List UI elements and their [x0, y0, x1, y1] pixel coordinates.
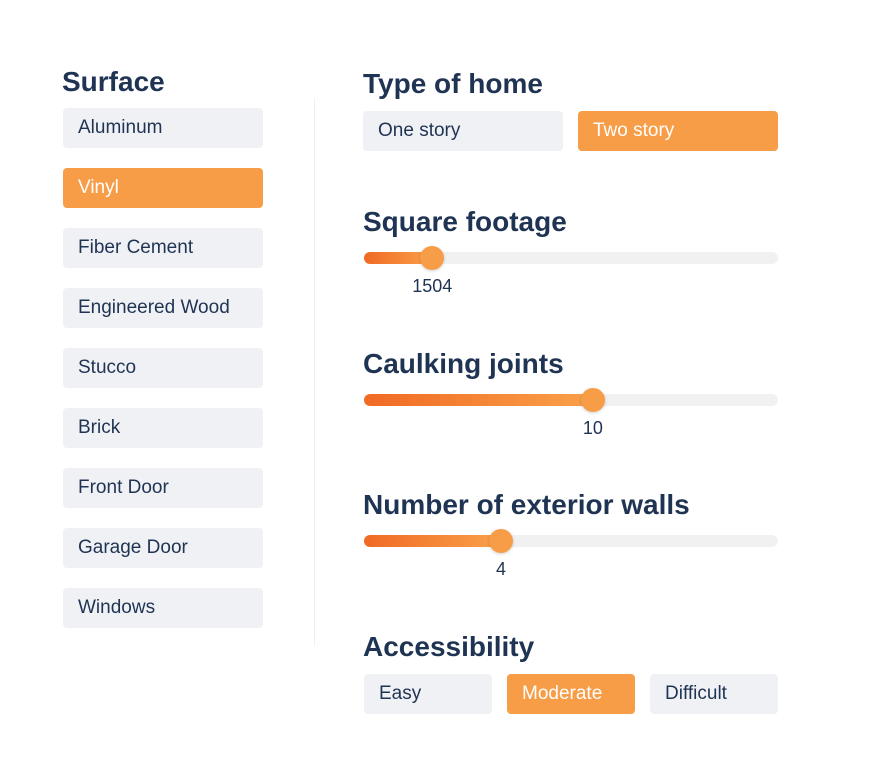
square-footage-fill	[364, 252, 433, 264]
surface-option-garage-door[interactable]: Garage Door	[63, 528, 263, 568]
walls-value: 4	[496, 559, 507, 579]
square-footage-slider[interactable]	[364, 246, 778, 270]
caulking-slider[interactable]	[364, 388, 778, 412]
surface-option-windows[interactable]: Windows	[63, 588, 263, 628]
column-divider	[314, 98, 315, 646]
walls-slider[interactable]	[364, 529, 778, 553]
accessibility-moderate[interactable]: Moderate	[507, 674, 635, 714]
surface-option-stucco[interactable]: Stucco	[63, 348, 263, 388]
caulking-heading: Caulking joints	[363, 348, 564, 379]
caulking-fill	[364, 394, 593, 406]
caulking-value: 10	[582, 418, 603, 438]
square-footage-heading: Square footage	[363, 206, 567, 237]
surface-option-vinyl[interactable]: Vinyl	[63, 168, 263, 208]
surface-heading: Surface	[62, 66, 165, 97]
square-footage-thumb[interactable]	[420, 246, 445, 270]
home-type-two-story[interactable]: Two story	[578, 111, 778, 151]
surface-option-fiber-cement[interactable]: Fiber Cement	[63, 228, 263, 268]
surface-option-aluminum[interactable]: Aluminum	[63, 108, 263, 148]
accessibility-heading: Accessibility	[363, 631, 535, 662]
surface-option-front-door[interactable]: Front Door	[63, 468, 263, 508]
accessibility-difficult[interactable]: Difficult	[650, 674, 778, 714]
surface-option-engineered-wood[interactable]: Engineered Wood	[63, 288, 263, 328]
square-footage-value: 1504	[412, 276, 453, 296]
walls-thumb[interactable]	[489, 529, 514, 553]
surface-option-brick[interactable]: Brick	[63, 408, 263, 448]
walls-heading: Number of exterior walls	[363, 489, 690, 520]
caulking-thumb[interactable]	[580, 388, 605, 412]
home-type-heading: Type of home	[363, 68, 543, 99]
home-type-one-story[interactable]: One story	[363, 111, 563, 151]
walls-fill	[364, 535, 502, 547]
accessibility-easy[interactable]: Easy	[364, 674, 492, 714]
